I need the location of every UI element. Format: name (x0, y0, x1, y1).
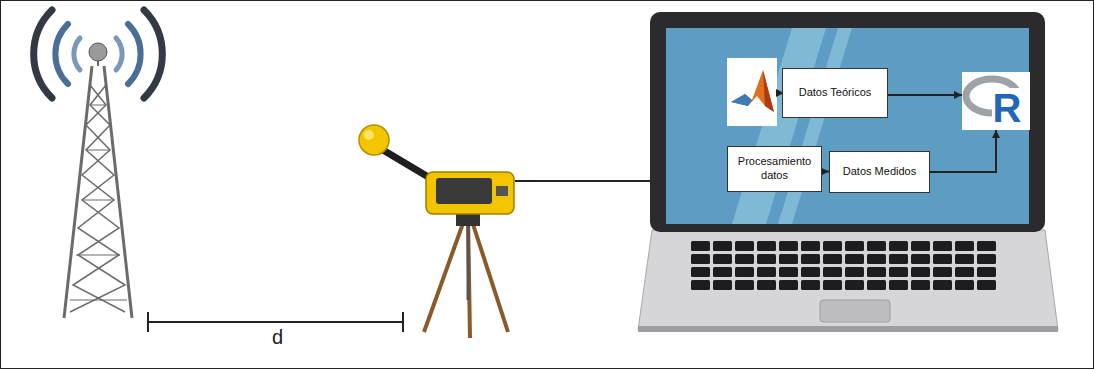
flow-arrow (930, 130, 996, 172)
flow-arrow (822, 171, 829, 173)
antenna-tower (64, 43, 132, 318)
flow-arrow (888, 94, 962, 96)
logo-letter: R (992, 88, 1023, 128)
r-logo-node: R (962, 72, 1030, 130)
data-box: Datos Teóricos (782, 68, 888, 118)
dimension-label: d (272, 326, 283, 349)
box-text: Datos Medidos (843, 165, 916, 179)
matlab-logo (727, 58, 777, 126)
process-box: Procesamiento datos (727, 146, 822, 192)
radio-waves (34, 10, 163, 98)
box-text: Procesamiento datos (734, 155, 815, 183)
laptop (638, 12, 1058, 332)
box-text: Datos Teóricos (799, 86, 872, 100)
data-box: Datos Medidos (829, 151, 930, 193)
field-meter (359, 125, 514, 338)
